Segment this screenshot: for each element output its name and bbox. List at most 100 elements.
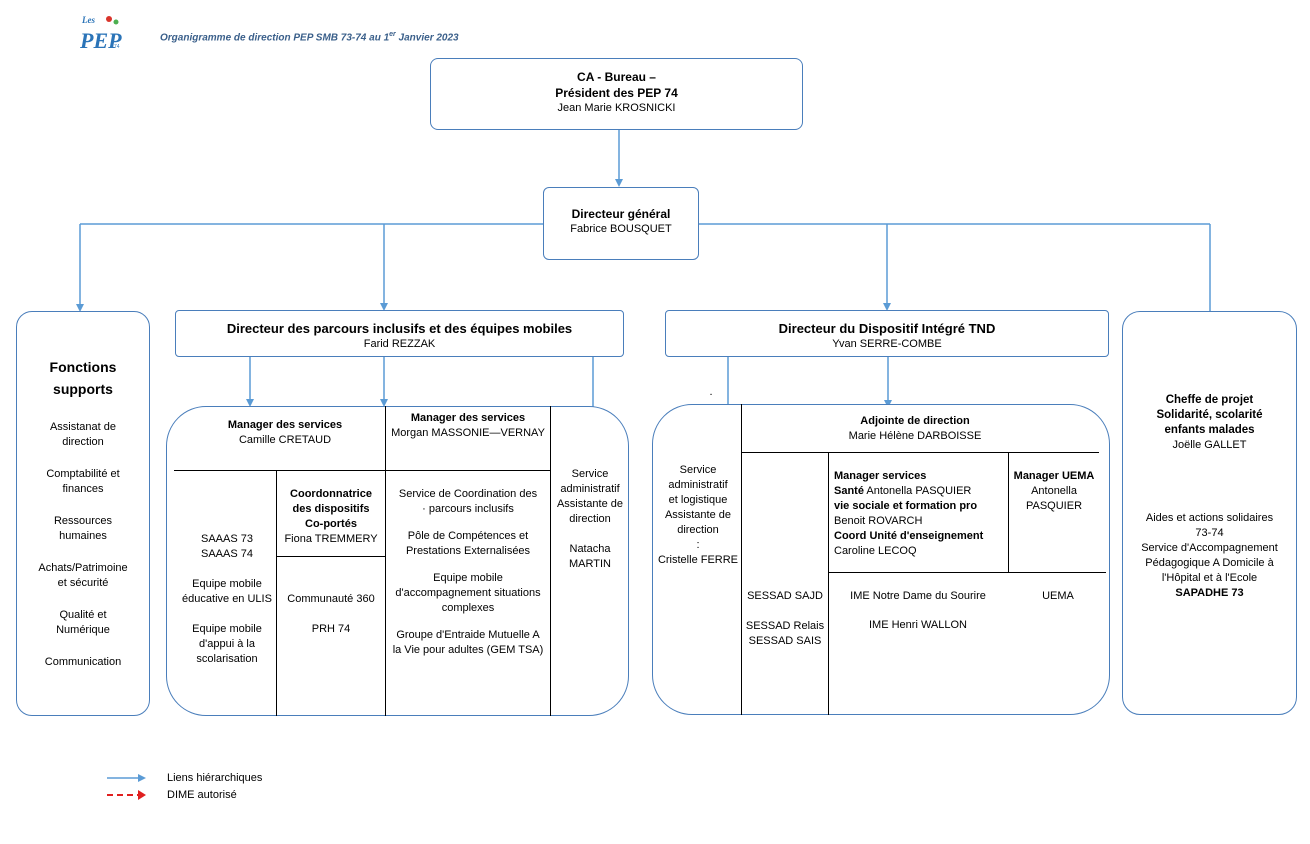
uema-name: PASQUIER (1025, 500, 1083, 512)
supports-item: humaines (59, 530, 107, 542)
uema-name: Antonella (1031, 485, 1077, 497)
legend-dime: DIME autorisé (167, 789, 237, 801)
cheffe-t2: Solidarité, scolarité (1156, 409, 1263, 421)
col3-item: Pôle de Compétences et (407, 530, 529, 542)
parcours-col2: Communauté 360 PRH 74 (278, 592, 384, 637)
supports-item: Ressources (53, 515, 113, 527)
manager2-name: Morgan MASSONIE—VERNAY (391, 427, 545, 439)
sessad-relais-cell: SESSAD Relais SESSAD SAIS (743, 619, 827, 649)
supports-item: Numérique (56, 624, 110, 636)
parcours-col3: Service de Coordination des · parcours i… (388, 487, 548, 658)
cheffe-name: Joëlle GALLET (1172, 439, 1247, 451)
ms-vie-name: Benoit ROVARCH (834, 515, 923, 527)
sessad-sais: SESSAD SAIS (748, 635, 822, 647)
ms-title: Manager services (834, 470, 927, 482)
col1-item: Equipe mobile (192, 578, 262, 590)
ca-line2: Président des PEP 74 (555, 86, 678, 100)
tnd-divider (741, 452, 1099, 453)
ms-coord-name: Caroline LECOQ (834, 545, 917, 557)
ms-vie: vie sociale et formation pro (834, 500, 978, 512)
col4-item: MARTIN (569, 558, 611, 570)
col3-item: Equipe mobile (433, 572, 503, 584)
col3-item: Prestations Externalisées (405, 545, 531, 557)
tnd-admin-item: administratif (668, 479, 728, 491)
col3-item: complexes (441, 602, 495, 614)
supports-item: Achats/Patrimoine (38, 562, 128, 574)
manager-uema-cell: Manager UEMA Antonella PASQUIER (1010, 469, 1098, 514)
supports-title2: supports (53, 381, 113, 397)
col1-item: SAAAS 73 (201, 533, 253, 545)
parcours-col1: SAAAS 73 SAAAS 74 Equipe mobile éducativ… (180, 532, 274, 667)
ime-wallon: IME Henri WALLON (868, 619, 967, 631)
supports-item: finances (62, 483, 104, 495)
supports-item: Qualité et (59, 609, 107, 621)
col3-item: la Vie pour adultes (GEM TSA) (392, 644, 544, 656)
tnd-admin-item: et logistique (668, 494, 728, 506)
parcours-group (166, 406, 629, 716)
tnd-divider (1008, 452, 1009, 572)
parcours-divider (276, 470, 277, 716)
col2-item: Communauté 360 (287, 593, 375, 605)
manager2-cell: Manager des services Morgan MASSONIE—VER… (388, 411, 548, 441)
manager1-title: Manager des services (227, 419, 343, 431)
cheffe-item: Pédagogique A Domicile à (1145, 557, 1274, 569)
uema-label: UEMA (1042, 590, 1074, 602)
directeur-general-box: Directeur général Fabrice BOUSQUET (543, 187, 699, 260)
tnd-group (652, 404, 1110, 715)
adjointe-name: Marie Hélène DARBOISSE (848, 430, 982, 442)
parcours-title: Directeur des parcours inclusifs et des … (226, 321, 573, 336)
directeur-tnd-box: Directeur du Dispositif Intégré TND Yvan… (665, 310, 1109, 357)
col4-item: Assistante de (556, 498, 624, 510)
col3-item: · parcours inclusifs (422, 503, 514, 515)
manager1-name: Camille CRETAUD (238, 434, 332, 446)
page-title-sup: er (389, 31, 396, 38)
cheffe-item: 73-74 (1195, 527, 1224, 539)
cheffe-t3: enfants malades (1164, 424, 1255, 436)
col1-item: scolarisation (196, 653, 258, 665)
ms-sante-label: Santé (834, 485, 864, 497)
adjointe-cell: Adjointe de direction Marie Hélène DARBO… (745, 414, 1085, 444)
uema-title: Manager UEMA (1013, 470, 1095, 482)
ca-bureau-box: CA - Bureau – Président des PEP 74 Jean … (430, 58, 803, 130)
cheffe-item: Aides et actions solidaires (1145, 512, 1274, 524)
logo-text-main: PEP (79, 28, 122, 53)
logo-text-top: Les (81, 15, 95, 25)
parcours-divider (550, 406, 551, 716)
tnd-admin-item: Cristelle FERRE (657, 554, 739, 566)
manager1-cell: Manager des services Camille CRETAUD (195, 418, 375, 448)
col3-item: Groupe d'Entraide Mutuelle A (396, 629, 540, 641)
tnd-admin: Service administratif et logistique Assi… (656, 463, 740, 568)
parcours-name: Farid REZZAK (363, 338, 436, 350)
page-title: Organigramme de direction PEP SMB 73-74 … (160, 31, 459, 43)
pep-logo-graphic: Les PEP 74 (79, 15, 122, 53)
ca-line1: CA - Bureau – (577, 70, 656, 84)
col4-item: direction (569, 513, 611, 525)
col4-item: administratif (560, 483, 620, 495)
ms-coord: Coord Unité d'enseignement (834, 530, 984, 542)
parcours-divider (276, 556, 386, 557)
dg-name: Fabrice BOUSQUET (570, 223, 672, 235)
supports-item: direction (62, 436, 104, 448)
directeur-parcours-box: Directeur des parcours inclusifs et des … (175, 310, 624, 357)
fonctions-supports-box: Fonctions supports Assistanat de directi… (16, 311, 150, 716)
cheffe-projet-box: Cheffe de projet Solidarité, scolarité e… (1122, 311, 1297, 715)
dg-title: Directeur général (571, 207, 671, 221)
supports-item: Communication (44, 656, 122, 668)
cheffe-item: Service d'Accompagnement (1141, 542, 1278, 554)
page-title-text: Organigramme de direction PEP SMB 73-74 … (160, 32, 390, 44)
col3-item: d'accompagnement situations (395, 587, 541, 599)
coord-cell: Coordonnatrice des dispositifs Co-portés… (278, 487, 384, 547)
col4-item: Natacha (569, 543, 611, 555)
col1-item: SAAAS 74 (201, 548, 253, 560)
tnd-admin-item: direction (677, 524, 719, 536)
col2-item: PRH 74 (311, 623, 351, 635)
ime-notre-dame: IME Notre Dame du Sourire (850, 590, 986, 602)
tnd-title: Directeur du Dispositif Intégré TND (778, 321, 996, 336)
col1-item: éducative en ULIS (182, 593, 272, 605)
coord-title: Co-portés (305, 518, 357, 530)
supports-item: et sécurité (57, 577, 109, 589)
page-title-end: Janvier 2023 (395, 32, 459, 44)
coord-title: Coordonnatrice (290, 488, 372, 500)
cheffe-item: l'Hôpital et à l'Ecole (1161, 572, 1258, 584)
cheffe-bold: SAPADHE 73 (1175, 587, 1244, 599)
